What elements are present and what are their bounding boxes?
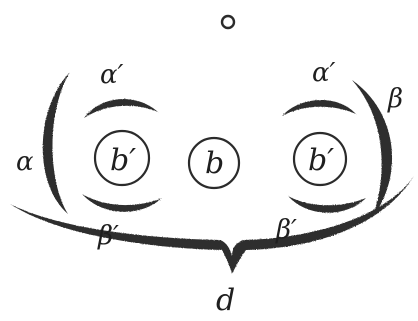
label-b-prime-right: b′ — [308, 143, 334, 178]
beta-prime-left-arc — [82, 194, 162, 212]
alpha-prime-left-arc — [84, 99, 158, 118]
label-d-bottom: d — [216, 283, 235, 318]
beta-right-crescent — [352, 80, 392, 218]
label-alpha-left: α — [16, 147, 34, 177]
label-beta-prime-right: β′ — [275, 215, 297, 245]
label-beta-right: β — [387, 84, 403, 114]
alpha-left-crescent — [43, 72, 70, 214]
label-beta-prime-left: β′ — [97, 221, 119, 251]
beta-prime-right-arc — [288, 196, 366, 213]
axis-dot-marker — [222, 16, 234, 28]
label-b-prime-left: b′ — [110, 143, 136, 178]
label-b-center: b — [205, 146, 224, 181]
label-alpha-prime-right: α′ — [312, 58, 336, 88]
alpha-prime-right-arc — [282, 100, 356, 116]
label-alpha-prime-left: α′ — [100, 60, 124, 90]
bract-d-shape — [10, 176, 414, 274]
